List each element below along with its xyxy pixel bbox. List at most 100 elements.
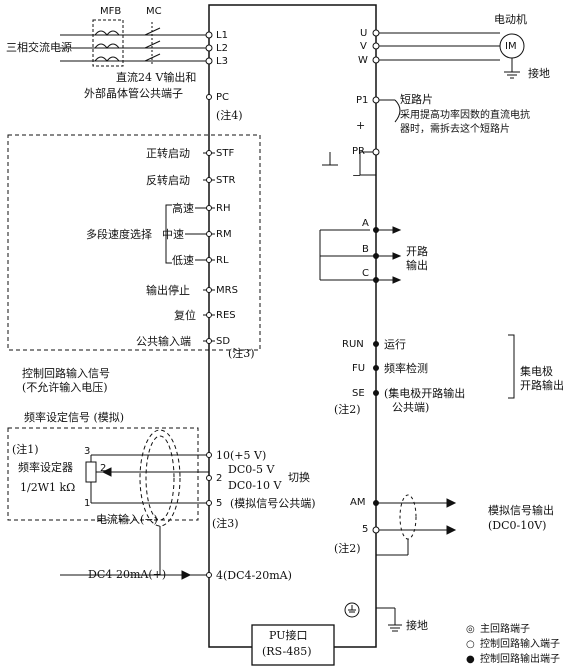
terminal-10: 10(+5 V) <box>216 449 267 462</box>
contact-output-1: 开路 <box>406 245 428 258</box>
terminal-fu: FU <box>352 363 366 374</box>
freq-note: (注1) <box>12 443 39 456</box>
pc-desc-2: 外部晶体管公共端子 <box>84 87 183 100</box>
t5-note: (注3) <box>212 517 239 530</box>
freq-device-1: 频率设定器 <box>18 461 73 474</box>
terminal-c: C <box>362 268 369 279</box>
terminal-pc: PC <box>216 92 230 103</box>
freq-title: 频率设定信号 (模拟) <box>24 411 125 424</box>
power-input-label: 三相交流电源 <box>6 41 72 54</box>
terminal-4: 4(DC4-20mA) <box>216 569 292 582</box>
sd-note: (注3) <box>228 347 255 360</box>
t2-range-1: DC0-5 V <box>228 463 275 476</box>
rm-desc: 中速 <box>162 228 184 241</box>
terminal-run: RUN <box>342 339 364 350</box>
terminal-am: AM <box>350 497 366 508</box>
terminal-res: RES <box>216 310 236 321</box>
short-piece-2: 采用提高功率因数的直流电抗 <box>400 110 530 121</box>
motor-lines <box>376 32 525 79</box>
freq-setting-box <box>7 427 199 521</box>
motor-ground-label: 接地 <box>528 67 550 80</box>
terminal-rh: RH <box>216 203 231 214</box>
multi-speed-label: 多段速度选择 <box>86 228 152 241</box>
contact-output-2: 输出 <box>406 259 428 272</box>
rh-desc: 高速 <box>172 202 194 215</box>
open-collector-2: 开路输出 <box>520 379 564 392</box>
relay-contacts <box>319 226 402 284</box>
sd-desc: 公共输入端 <box>136 335 191 348</box>
open-collector-1: 集电极 <box>520 365 553 378</box>
motor-symbol: IM <box>505 41 517 52</box>
se-desc-2: 公共端) <box>392 401 430 414</box>
legend-output-icon: ● <box>466 654 475 665</box>
pc-desc-1: 直流24 V输出和 <box>116 71 197 84</box>
mrs-desc: 输出停止 <box>146 284 190 297</box>
terminal-2: 2 <box>216 473 223 484</box>
ground-label: 接地 <box>406 619 428 632</box>
control-input-box <box>7 134 261 351</box>
terminal-v: V <box>360 41 367 52</box>
str-desc: 反转启动 <box>146 174 190 187</box>
terminal-u: U <box>360 28 368 39</box>
terminal-l1: L1 <box>216 30 228 41</box>
terminal-rl: RL <box>216 255 229 266</box>
terminal-p1: P1 <box>356 95 369 106</box>
legend-input-icon: ○ <box>466 639 475 650</box>
terminal-sd: SD <box>216 336 231 347</box>
am-note: (注2) <box>334 542 361 555</box>
pu-port-sub: (RS-485) <box>262 645 312 658</box>
run-desc: 运行 <box>384 338 406 351</box>
analog-out-2: (DC0-10V) <box>488 519 547 532</box>
t2-range-2: DC0-10 V <box>228 479 282 492</box>
mfb-label: MFB <box>100 6 122 17</box>
pin-3: 3 <box>84 446 91 457</box>
terminal-5: 5 <box>216 498 223 509</box>
se-note: (注2) <box>334 403 361 416</box>
analog-out-1: 模拟信号输出 <box>488 504 554 517</box>
pu-port-title: PU接口 <box>269 629 308 642</box>
legend-output-text: 控制回路输出端子 <box>480 654 560 665</box>
terminal-l2: L2 <box>216 43 228 54</box>
legend-main-icon: ◎ <box>466 624 475 635</box>
terminal-pr: PR <box>352 146 365 157</box>
terminal-se: SE <box>352 388 365 399</box>
t4-input-label: DC4-20mA(+) <box>88 568 167 581</box>
terminal-w: W <box>358 55 368 66</box>
pin-1: 1 <box>84 498 91 509</box>
switch-label: 切换 <box>288 471 310 484</box>
terminal-rm: RM <box>216 229 232 240</box>
stf-desc: 正转启动 <box>146 147 190 160</box>
power-lines <box>60 19 209 67</box>
terminal-stf: STF <box>216 148 235 159</box>
pu-port-box <box>251 624 335 666</box>
ground-symbol <box>344 602 402 632</box>
legend-input-text: 控制回路输入端子 <box>480 639 560 650</box>
terminal-a: A <box>362 218 369 229</box>
terminal-mrs: MRS <box>216 285 238 296</box>
analog-output-lines <box>376 494 457 556</box>
se-desc-1: (集电极开路输出 <box>384 387 466 400</box>
terminal-l3: L3 <box>216 56 228 67</box>
minus-label: − <box>352 169 362 182</box>
freq-device-2: 1/2W1 kΩ <box>20 481 76 494</box>
control-input-label-2: (不允许输入电压) <box>22 381 108 394</box>
short-piece-3: 器时，需拆去这个短路片 <box>400 124 510 135</box>
plus-label: + <box>356 119 366 132</box>
pc-note: (注4) <box>216 109 243 122</box>
short-piece-1: 短路片 <box>400 93 433 106</box>
pin-2: 2 <box>100 463 107 474</box>
legend-main-text: 主回路端子 <box>480 624 530 635</box>
control-input-label-1: 控制回路输入信号 <box>22 367 110 380</box>
fu-desc: 频率检测 <box>384 362 428 375</box>
terminal-am5: 5 <box>362 524 369 535</box>
res-desc: 复位 <box>174 309 196 322</box>
terminal-str: STR <box>216 175 236 186</box>
mc-label: MC <box>146 6 162 17</box>
terminal-b: B <box>362 244 369 255</box>
t5-desc: (模拟信号公共端) <box>230 497 316 510</box>
dc-reactor-lines <box>322 96 401 176</box>
rl-desc: 低速 <box>172 254 194 267</box>
current-input-label: 电流输入(−) <box>96 513 158 526</box>
